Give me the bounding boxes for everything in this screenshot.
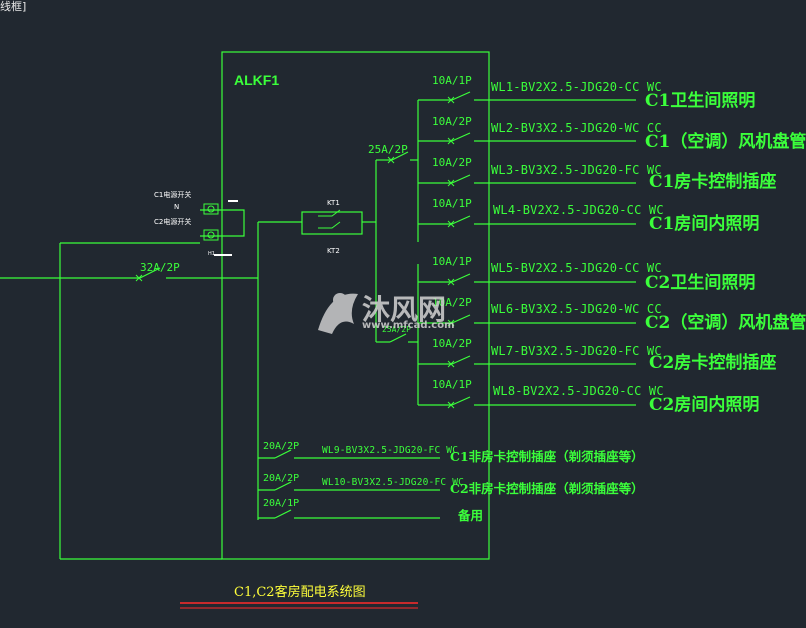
breaker-marks [135,96,455,409]
c1-switch-label: C1电源开关 [154,191,192,199]
lower-circuit-2-cable: WL10-BV3X2.5-JDG20-FC WC [322,477,465,488]
circuit-8-rating: 10A/1P [432,378,472,391]
control-wire [200,209,245,237]
diagram-title: C1,C2客房配电系统图 [234,585,366,600]
main-breaker-blade [139,267,161,279]
n-label: N [174,203,180,211]
circuit-1-rating: 10A/1P [432,74,472,87]
circuit-5-rating: 10A/1P [432,255,472,268]
lower-circuit-2-load: C2非房卡控制插座（剃须插座等） [450,481,644,496]
circuit-7-cable: WL7-BV3X2.5-JDG20-FC WC [491,344,662,358]
circuit-2-load: C1（空调）风机盘管 [645,132,806,152]
watermark-brand: 沐风网 [362,293,447,326]
lower-circuit-1-load: C1非房卡控制插座（剃须插座等） [450,449,644,464]
sub-breaker2-rating: 25A/2P [382,325,411,334]
watermark-url: www.mfcad.com [362,320,455,331]
circuit-6-cable: WL6-BV3X2.5-JDG20-WC CC [491,302,662,316]
lower-circuit-2-rating: 20A/2P [263,473,300,484]
panel-name: ALKF1 [234,72,280,88]
circuit-3-rating: 10A/2P [432,156,472,169]
panel-frame [221,51,490,560]
relay-box [301,211,363,235]
circuit-8-load: C2房间内照明 [649,395,760,415]
circuit-5-cable: WL5-BV2X2.5-JDG20-CC WC [491,261,662,275]
circuit-6-rating: 10A/2P [432,296,472,309]
relay-contacts [318,209,341,229]
switch-symbols [203,203,219,241]
circuit-2-rating: 10A/2P [432,115,472,128]
circuit-4-rating: 10A/1P [432,197,472,210]
circuit-8-cable: WL8-BV2X2.5-JDG20-CC WC [493,384,664,398]
main-breaker-rating: 32A/2P [140,261,180,274]
lower-circuit-lines [258,449,440,519]
circuit-1-load: C1卫生间照明 [645,91,756,111]
lower-circuit-1-cable: WL9-BV3X2.5-JDG20-FC WC [322,445,459,456]
circuit-1-cable: WL1-BV2X2.5-JDG20-CC WC [491,80,662,94]
lower-circuit-3-rating: 20A/1P [263,498,300,509]
c2-switch-label: C2电源开关 [154,218,192,226]
sub-breaker-rating: 25A/2P [368,143,408,156]
circuit-4-load: C1房间内照明 [649,214,760,234]
switch-wire-tags [214,200,238,256]
relay-k2-label: KT2 [327,247,340,255]
watermark-logo-icon [318,293,358,334]
upper-circuit-lines [418,91,636,406]
circuit-6-load: C2（空调）风机盘管 [645,313,806,333]
circuit-3-cable: WL3-BV3X2.5-JDG20-FC WC [491,163,662,177]
frame-label: 线框] [0,0,27,13]
h-label: H1 [208,251,215,257]
lower-circuit-1-rating: 20A/2P [263,441,300,452]
circuit-5-load: C2卫生间照明 [645,273,756,293]
sub-breaker2-blade [389,333,407,343]
lower-circuit-3-load: 备用 [458,508,484,523]
circuit-3-load: C1房卡控制插座 [649,172,777,192]
circuit-2-cable: WL2-BV3X2.5-JDG20-WC CC [491,121,662,135]
circuit-4-cable: WL4-BV2X2.5-JDG20-CC WC [493,203,664,217]
sub-breaker-blade [391,151,409,161]
circuit-7-load: C2房卡控制插座 [649,353,777,373]
relay-k1-label: KT1 [327,199,340,207]
circuit-7-rating: 10A/2P [432,337,472,350]
